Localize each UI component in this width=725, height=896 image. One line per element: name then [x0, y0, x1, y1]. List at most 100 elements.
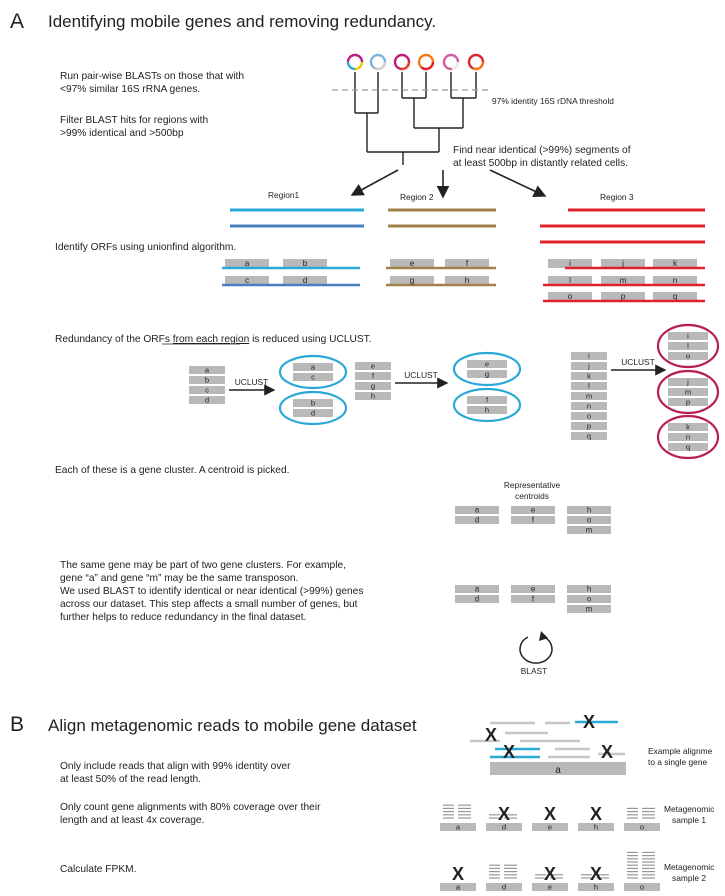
genome-circle-1-seg2	[346, 53, 364, 71]
orf-label-h: h	[465, 276, 470, 285]
region2-label: Region 2	[400, 192, 434, 202]
region-segments	[230, 208, 705, 244]
gene-label: o	[587, 515, 592, 524]
cluster-ellipse	[656, 369, 720, 415]
orf-box	[653, 259, 697, 268]
genome-circle-6-seg	[467, 53, 485, 71]
panel-b-title: Align metagenomic reads to mobile gene d…	[48, 716, 417, 735]
gene-box	[578, 883, 614, 891]
gene-label: l	[687, 341, 689, 350]
gene-label: n	[686, 432, 690, 441]
sample1-label-line2: sample 1	[672, 815, 706, 825]
filter-text-line2: >99% identical and >500bp	[60, 128, 184, 139]
gene-box	[668, 342, 708, 350]
gene-box	[455, 506, 499, 514]
gene-box	[571, 402, 607, 410]
orf-box	[445, 276, 489, 285]
gene-box	[440, 823, 476, 831]
gene-box	[624, 883, 660, 891]
gene-label: q	[686, 442, 690, 451]
representative-label: Representative	[504, 480, 561, 490]
gene-label: h	[594, 882, 598, 891]
fpkm-text: Calculate FPKM.	[60, 864, 136, 875]
cross-icon: X	[601, 742, 613, 762]
gene-box	[467, 360, 507, 368]
example-label-line1: Example alignme	[648, 746, 713, 756]
sample1-label-line1: Metagenomic	[664, 804, 714, 814]
gene-box	[624, 823, 660, 831]
gene-label: k	[686, 422, 690, 431]
gene-box	[511, 516, 555, 524]
example-gene-label: a	[555, 765, 561, 776]
gene-box	[668, 378, 708, 386]
gene-label: n	[587, 401, 591, 410]
gene-label: p	[587, 421, 591, 430]
gene-box	[486, 823, 522, 831]
gene-label: i	[687, 331, 689, 340]
gene-box	[293, 363, 333, 371]
same-gene-line2: gene “a” and gene “m” may be the same tr…	[60, 573, 298, 584]
arrow-to-region3	[489, 169, 547, 197]
orf-label-a: a	[245, 259, 250, 268]
gene-label: h	[587, 584, 591, 593]
region1-orfs: a b c d	[222, 259, 360, 287]
cross-icon: X	[503, 742, 515, 762]
gene-box	[467, 396, 507, 404]
gene-label: e	[531, 505, 535, 514]
orf-label-m: m	[620, 276, 627, 285]
cluster-ellipse	[656, 414, 720, 460]
reads-text-line1: Only include reads that align with 99% i…	[60, 761, 291, 772]
phylogenetic-tree	[354, 72, 477, 165]
sample2-label-line2: sample 2	[672, 873, 706, 883]
centroid-text: Each of these is a gene cluster. A centr…	[55, 465, 289, 476]
gene-label: f	[532, 594, 535, 603]
cross-icon: X	[498, 804, 510, 824]
gene-label: i	[588, 351, 590, 360]
gene-box	[293, 373, 333, 381]
count-text-line1: Only count gene alignments with 80% cove…	[60, 802, 321, 813]
gene-label: h	[485, 405, 489, 414]
cross-icon: X	[544, 804, 556, 824]
gene-label: e	[548, 882, 552, 891]
panel-a-title: Identifying mobile genes and removing re…	[48, 12, 436, 31]
genome-circle-5-seg	[442, 53, 460, 71]
gene-box	[668, 332, 708, 340]
gene-box	[668, 443, 708, 451]
example-label-line2: to a single gene	[648, 757, 707, 767]
gene-box	[571, 412, 607, 420]
reads-text-line2: at least 50% of the read length.	[60, 774, 201, 785]
gene-box	[189, 396, 225, 404]
genome-circle-4-seg	[417, 53, 435, 71]
orf-label-i: i	[569, 259, 571, 268]
gene-box	[571, 432, 607, 440]
same-gene-line4: across our dataset. This step affects a …	[60, 599, 358, 610]
gene-label: m	[586, 391, 592, 400]
centroids-label: centroids	[515, 491, 549, 501]
cross-icon: X	[590, 804, 602, 824]
orf-box	[445, 259, 489, 268]
gene-label: c	[205, 385, 209, 394]
gene-box	[511, 506, 555, 514]
blast-text-line2: <97% similar 16S rRNA genes.	[60, 84, 200, 95]
gene-label: p	[686, 397, 690, 406]
count-text-line2: length and at least 4x coverage.	[60, 815, 204, 826]
gene-label: d	[475, 515, 479, 524]
gene-box	[571, 382, 607, 390]
gene-label: o	[587, 411, 591, 420]
arrow-to-region1	[350, 169, 399, 196]
gene-box	[486, 883, 522, 891]
gene-box	[511, 595, 555, 603]
gene-label: d	[311, 408, 315, 417]
gene-label: a	[205, 365, 210, 374]
orf-label-l: l	[569, 276, 571, 285]
gene-label: l	[588, 381, 590, 390]
cluster-ellipse	[278, 354, 348, 390]
gene-box	[532, 823, 568, 831]
gene-box	[467, 370, 507, 378]
gene-label: j	[587, 361, 590, 370]
example-gene-box	[490, 762, 626, 775]
orf-label-d: d	[303, 276, 308, 285]
